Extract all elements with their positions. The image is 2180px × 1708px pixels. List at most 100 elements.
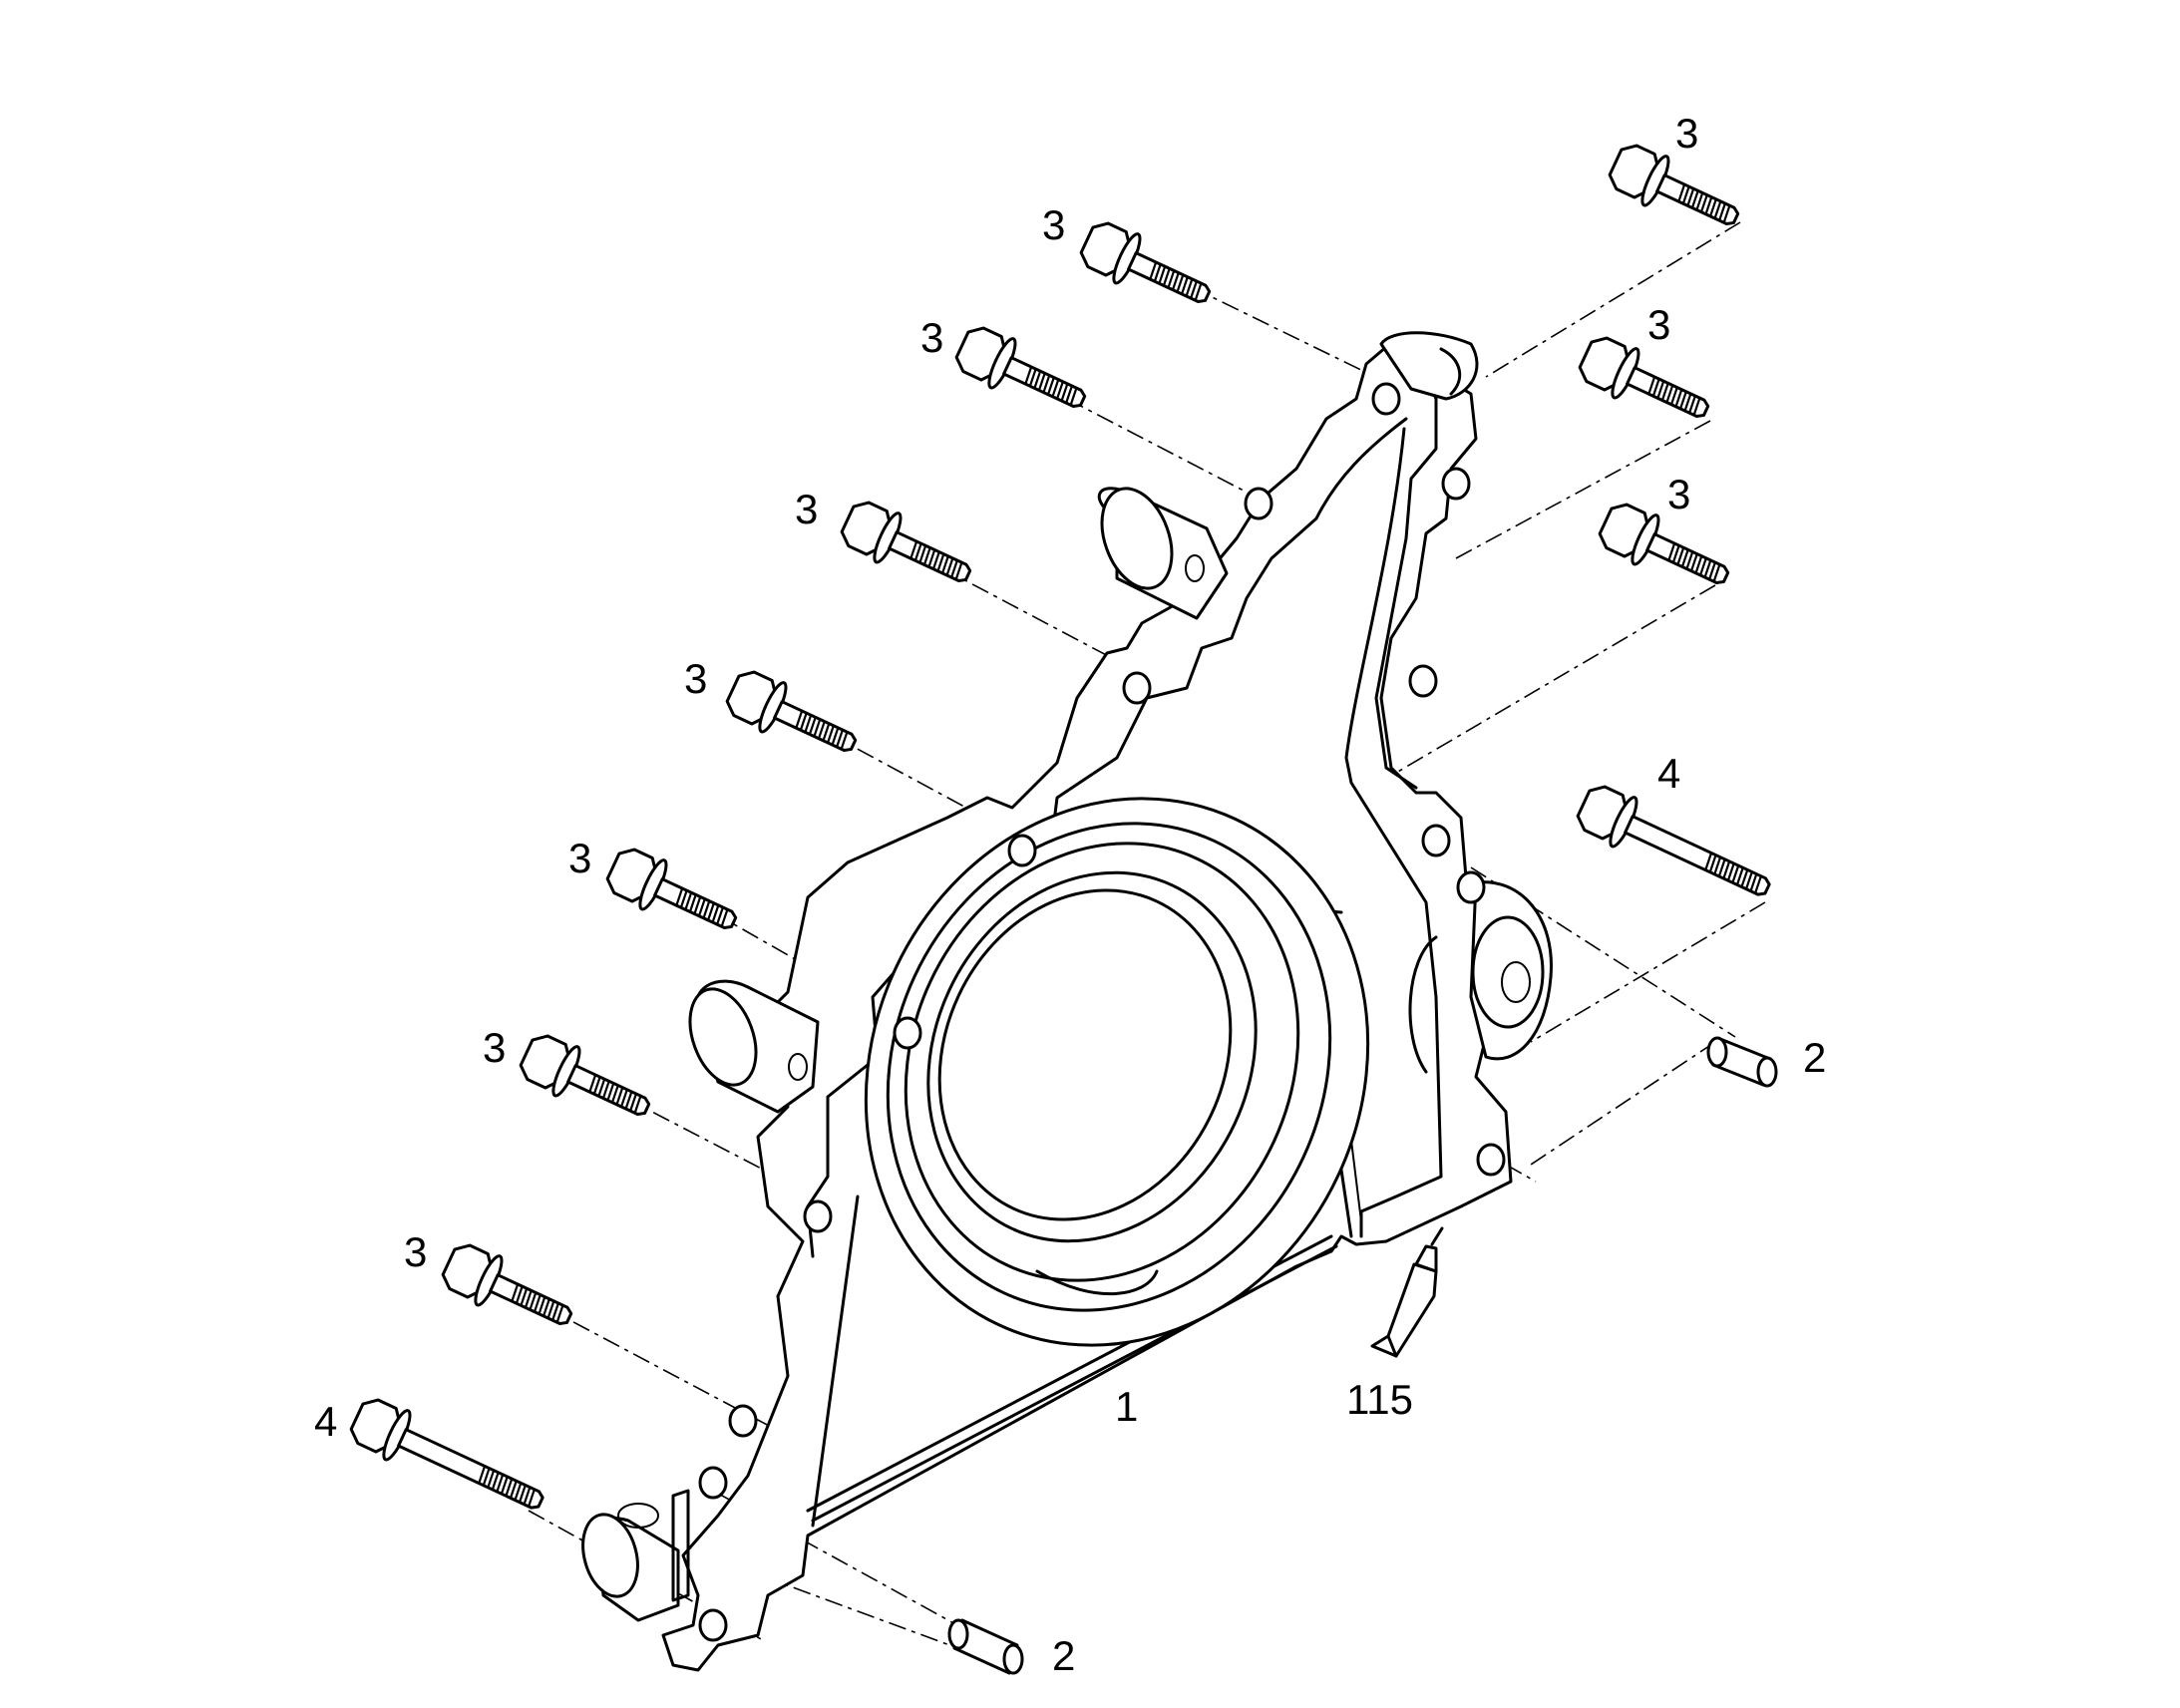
bolt-short-3-thread [1051, 379, 1060, 398]
bolt-long-right-thread [1722, 860, 1731, 879]
bolt-short-1-thread [1699, 194, 1708, 213]
bolt-long-right-thread [1708, 854, 1717, 873]
bolt-short-6-thread [927, 549, 936, 567]
bolt-short-3-thread [1069, 387, 1078, 406]
bolt-long-left-thread [478, 1466, 487, 1484]
bolt-short-4 [1578, 336, 1710, 419]
bolt-short-6-thread [922, 546, 931, 565]
bolt-long-right-thread [1754, 875, 1762, 894]
bolt-short-2-shank [1127, 251, 1212, 304]
label-bolt-short-3: 3 [920, 314, 943, 361]
bolt-short-5-thread [1712, 563, 1721, 582]
bolt-long-right-thread [1717, 858, 1726, 877]
bolt-short-9-thread [620, 1089, 628, 1108]
bolt-short-9-thread [629, 1093, 637, 1112]
bolt-short-7-thread [822, 723, 831, 742]
bolt-long-left-shank [397, 1428, 545, 1510]
bolt-short-7-thread [831, 727, 840, 746]
bolt-short-6-thread [931, 551, 940, 570]
bolt-short-10-thread [543, 1298, 550, 1317]
bolt-short-4-thread [1665, 385, 1674, 403]
bolt-short-5-thread [1685, 551, 1694, 569]
bolt-short-2-thread [1185, 278, 1194, 297]
bolt-long-right-thread [1726, 862, 1735, 881]
bolt-short-7-thread [813, 719, 822, 737]
bolt-short-6-thread [913, 542, 922, 561]
bolt-short-8-thread [711, 904, 720, 923]
bolt-short-3-thread [1037, 372, 1046, 391]
bolt-short-9-thread [615, 1087, 624, 1106]
bolt-short-4-thread [1679, 391, 1687, 410]
bolt-short-2-thread [1158, 265, 1167, 284]
bolt-long-right-thread [1731, 864, 1740, 883]
sealant-tube-icon [1370, 1226, 1444, 1358]
bolt-short-6-thread [936, 553, 945, 572]
label-bolt-short-1: 3 [1675, 110, 1698, 157]
bolt-long-left-thread [491, 1472, 500, 1491]
bolt-short-8-thread [716, 906, 724, 925]
bolt-short-1-thread [1677, 183, 1686, 202]
bolt-short-7-thread [827, 725, 835, 744]
dowel-pin-bottom [947, 1618, 1024, 1675]
bolt-short-10-thread [551, 1302, 559, 1321]
bolt-short-9-thread [610, 1085, 619, 1104]
bolt-short-1-thread [1709, 198, 1717, 217]
bolt-short-1 [1608, 144, 1740, 226]
bolt-short-4-thread [1647, 376, 1656, 395]
bolt-short-8 [605, 848, 738, 930]
bolt-short-2-thread [1171, 272, 1180, 291]
bolt-short-7-thread [808, 716, 817, 735]
bolt-short-10-shank [489, 1273, 573, 1326]
label-bolt-long-right: 4 [1657, 750, 1680, 797]
bolt-short-4-thread [1656, 380, 1665, 399]
bolt-short-4-thread [1669, 387, 1678, 406]
dowel-pin-right [1706, 1036, 1778, 1088]
label-dowel-bottom: 2 [1052, 1632, 1075, 1679]
bolt-short-4-thread [1651, 378, 1660, 397]
label-bolt-short-6: 3 [795, 486, 818, 532]
label-bolt-short-5: 3 [1667, 471, 1690, 517]
bolt-short-5-thread [1680, 548, 1689, 567]
bolt-short-1-thread [1695, 192, 1704, 210]
bolt-long-left-thread [505, 1478, 514, 1497]
bolt-short-4-shank [1626, 366, 1710, 419]
bolt-short-1-thread [1713, 200, 1722, 219]
label-cover: 1 [1115, 1383, 1138, 1430]
bolt-short-3-thread [1065, 385, 1073, 404]
bolt-short-6-thread [918, 544, 927, 563]
bolt-short-9-thread [592, 1076, 601, 1095]
bolt-short-7-thread [795, 710, 804, 729]
bolt-short-3-thread [1042, 375, 1051, 393]
bolt-short-5-shank [1645, 532, 1730, 585]
label-sealant: 115 [1346, 1376, 1413, 1423]
bolt-short-2-thread [1176, 274, 1185, 293]
bolt-long-left-thread [514, 1482, 523, 1501]
bolt-long-left [349, 1398, 545, 1510]
bolt-short-2-thread [1153, 263, 1162, 282]
bolt-short-1-shank [1655, 173, 1740, 226]
bolt-short-8-thread [707, 902, 715, 921]
bolt-short-9-thread [633, 1095, 642, 1114]
bolt-short-9-thread [588, 1074, 597, 1093]
bolt-long-left-thread [500, 1476, 509, 1495]
bolt-long-right-thread [1740, 868, 1749, 887]
bolt-short-9-thread [606, 1083, 615, 1101]
bolt-short-9-thread [597, 1078, 606, 1097]
bolt-short-6-shank [888, 530, 972, 583]
bolt-short-3-thread [1033, 370, 1042, 389]
bolt-short-8-thread [702, 900, 711, 919]
bolt-short-10-thread [524, 1289, 533, 1308]
bolt-short-5-thread [1689, 553, 1698, 572]
label-bolt-short-4: 3 [1647, 301, 1670, 348]
bolt-short-10-thread [538, 1296, 546, 1315]
bolt-long-right-thread [1713, 856, 1722, 875]
bolt-short-5-thread [1667, 542, 1676, 561]
bolt-short-7-thread [799, 712, 808, 731]
bolt-short-10-thread [511, 1283, 520, 1302]
bolt-short-4-thread [1660, 382, 1669, 401]
bolt-short-6-thread [954, 561, 963, 580]
bolt-short-2-thread [1194, 282, 1203, 301]
bolt-short-3-thread [1046, 377, 1055, 396]
bolt-short-3 [954, 326, 1087, 409]
